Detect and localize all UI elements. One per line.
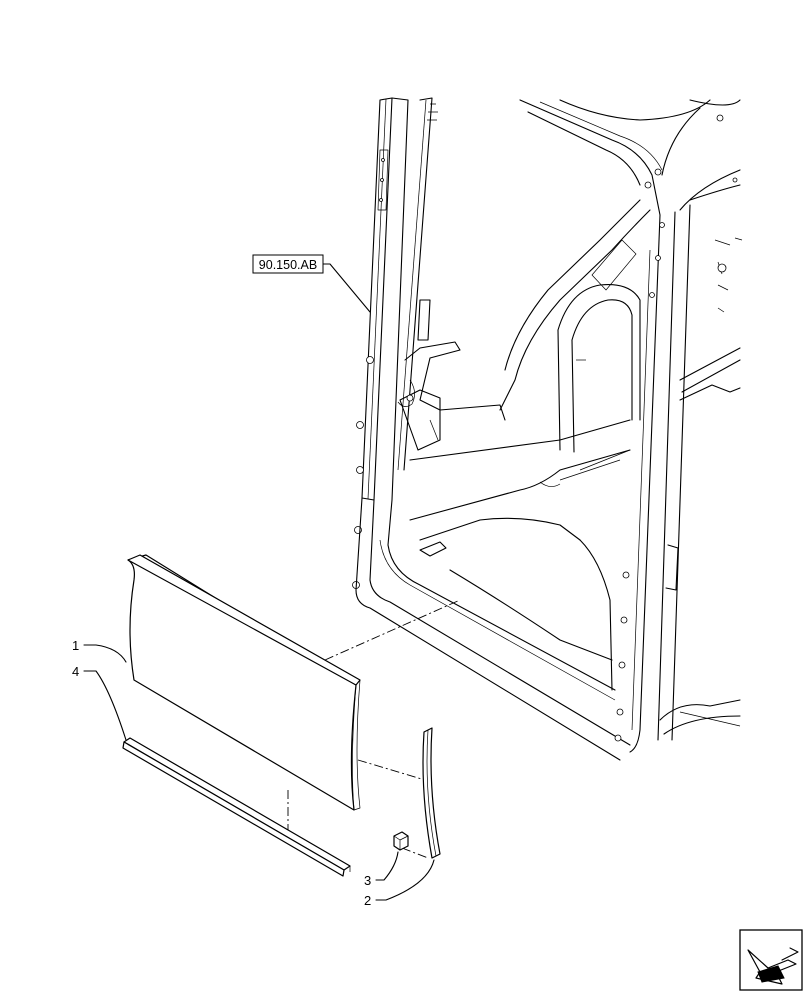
callout-4[interactable]: 4 [72, 664, 127, 741]
reference-label-box[interactable]: 90.150.AB [252, 254, 324, 274]
callout-4-label: 4 [72, 664, 79, 679]
callout-1-label: 1 [72, 638, 79, 653]
clip-part [393, 831, 409, 851]
panel-part [127, 554, 361, 811]
reference-label: 90.150.AB [259, 258, 317, 272]
callout-3[interactable]: 3 [364, 851, 399, 888]
cab-frame [352, 97, 743, 761]
callout-2-label: 2 [364, 893, 371, 908]
bottom-seal-strip-part [122, 737, 351, 877]
side-seal-strip-part [422, 727, 441, 859]
callout-2[interactable]: 2 [364, 859, 435, 908]
callout-3-label: 3 [364, 873, 371, 888]
callout-1[interactable]: 1 [72, 638, 127, 663]
arrow-icon[interactable] [739, 929, 803, 991]
